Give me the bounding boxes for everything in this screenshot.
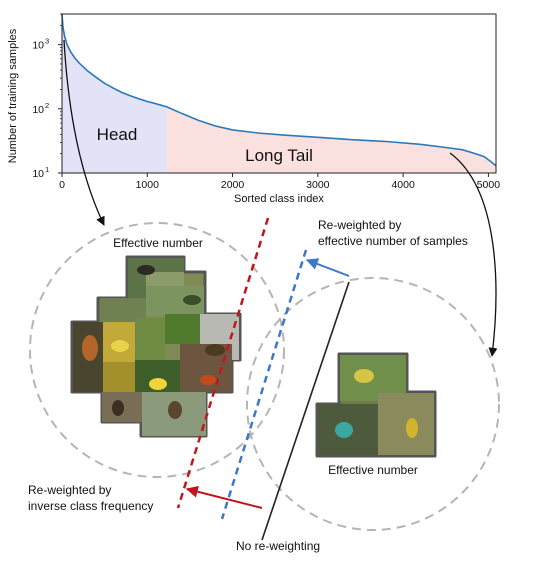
tail-class-image-collage xyxy=(315,352,437,458)
effective-number-label-bottom: Effective number xyxy=(328,463,418,477)
reweighted-inverse-label-line1: Re-weighted by xyxy=(28,483,111,497)
effective-number-line xyxy=(220,249,308,520)
reweighted-effective-label-line1: Re-weighted by xyxy=(318,218,401,232)
region-head xyxy=(62,14,167,173)
tail-class-circle xyxy=(246,277,500,531)
x-tick-label: 0 xyxy=(59,179,65,191)
y-axis-label: Number of training samples xyxy=(7,28,19,163)
y-tick-exponent: 3 xyxy=(45,37,49,46)
x-axis-label: Sorted class index xyxy=(234,193,324,205)
y-tick-label: 10 xyxy=(32,168,44,180)
effective-number-arrow xyxy=(305,258,350,277)
y-tick-exponent: 1 xyxy=(45,165,49,174)
head-region-label: Head xyxy=(97,125,138,144)
inverse-frequency-line xyxy=(176,217,270,509)
reweighted-effective-label-line2: effective number of samples xyxy=(318,234,468,248)
head-class-image-collage xyxy=(70,255,242,438)
y-tick-exponent: 2 xyxy=(45,101,49,110)
tail-region-label: Long Tail xyxy=(245,146,313,165)
y-tick-label: 10 xyxy=(32,40,44,52)
x-tick-label: 2000 xyxy=(221,179,245,191)
head-arrow xyxy=(63,39,105,226)
x-tick-label: 5000 xyxy=(477,179,501,191)
plot-frame xyxy=(61,13,497,174)
reweighted-inverse-label-line2: inverse class frequency xyxy=(28,499,153,513)
no-reweighting-line xyxy=(261,281,350,541)
no-reweighting-label: No re-weighting xyxy=(236,539,320,553)
effective-number-label-top: Effective number xyxy=(113,236,203,250)
series-line xyxy=(61,13,497,167)
x-tick-label: 3000 xyxy=(306,179,330,191)
x-tick-label: 1000 xyxy=(136,179,160,191)
y-tick-label: 10 xyxy=(32,104,44,116)
x-tick-label: 4000 xyxy=(391,179,415,191)
region-long-tail xyxy=(166,106,496,173)
inverse-frequency-arrow xyxy=(185,485,263,509)
head-class-circle xyxy=(29,222,285,478)
tail-arrow xyxy=(449,152,498,357)
